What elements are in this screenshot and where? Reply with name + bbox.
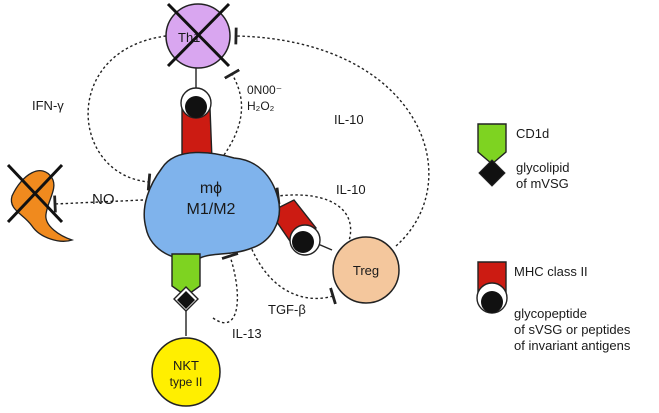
macrophage-label-2: M1/M2	[187, 201, 236, 218]
il10-th1-line	[234, 27, 430, 247]
il13-label: IL-13	[232, 326, 262, 341]
legend-cd1d: CD1d glycolipid of mVSG	[477, 123, 569, 191]
legend-mhc: MHC class II glycopeptide of sVSG or pep…	[476, 261, 631, 353]
legend-glycopeptide-line2: of sVSG or peptides	[514, 322, 631, 337]
macrophage-label-1: mϕ	[200, 180, 222, 197]
ifn-gamma-label: IFN-γ	[32, 98, 64, 113]
legend-glycopeptide-line1: glycopeptide	[514, 306, 587, 321]
ros-label: 0N00⁻	[247, 83, 282, 97]
nkt-label-1: NKT	[173, 358, 199, 373]
macrophage-cell: mϕ M1/M2	[143, 151, 281, 261]
ifn-gamma-line	[87, 35, 167, 191]
legend-glycolipid-line2: of mVSG	[516, 176, 569, 191]
nkt-cell: NKT type II	[151, 337, 221, 407]
th1-cell: Th1	[165, 2, 231, 69]
parasite-icon	[6, 163, 75, 242]
signal-lines	[53, 27, 430, 324]
tgf-beta-label: TGF-β	[268, 302, 306, 317]
h2o2-label: H₂O₂	[247, 99, 275, 113]
legend-cd1d-label: CD1d	[516, 126, 549, 141]
mhc-treg-complex	[268, 199, 333, 256]
legend-glycolipid-line1: glycolipid	[516, 160, 569, 175]
legend-mhc-label: MHC class II	[514, 264, 588, 279]
il10-treg-label: IL-10	[336, 182, 366, 197]
th1-label: Th1	[178, 30, 200, 45]
tgf-beta-line	[247, 239, 337, 305]
mhc-top-complex	[180, 62, 213, 161]
treg-label: Treg	[353, 263, 379, 278]
il13-line	[212, 252, 239, 324]
legend-glycopeptide-line3: of invariant antigens	[514, 338, 631, 353]
nkt-label-2: type II	[170, 375, 203, 389]
il10-th1-label: IL-10	[334, 112, 364, 127]
treg-cell: Treg	[332, 236, 400, 304]
ros-line	[223, 68, 243, 156]
no-label: NO	[92, 191, 115, 208]
legend: CD1d glycolipid of mVSG MHC class II gly…	[476, 123, 631, 353]
cd1d-complex	[171, 253, 201, 336]
il10-treg-line	[275, 187, 352, 245]
